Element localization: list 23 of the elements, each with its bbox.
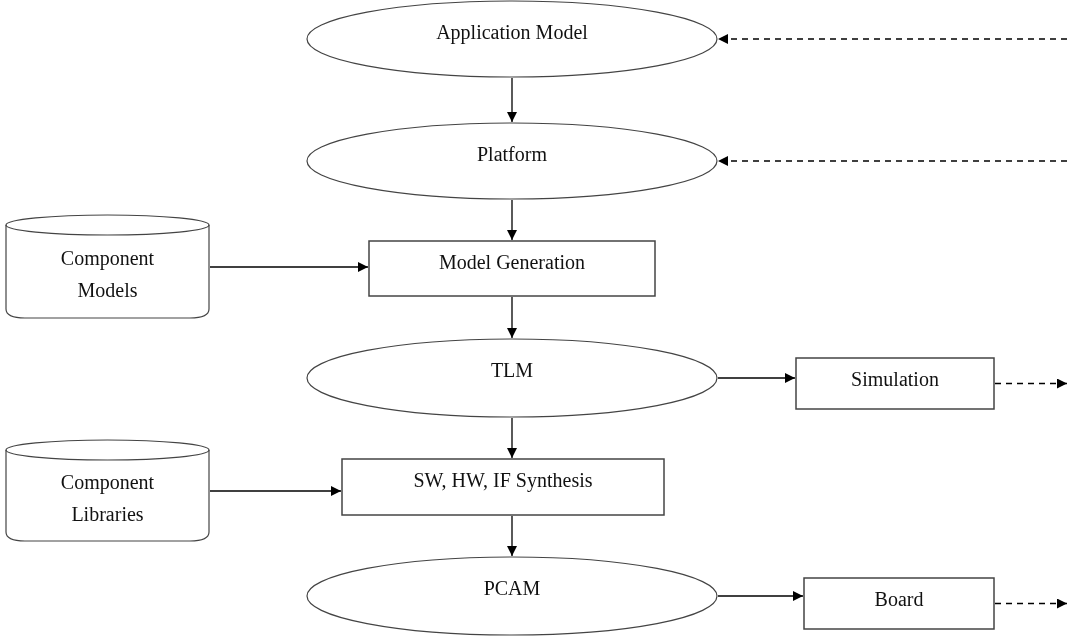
node-label: Component Models xyxy=(59,246,156,303)
arrow xyxy=(717,34,1068,44)
node-label: Simulation xyxy=(851,367,939,392)
arrow xyxy=(994,378,1068,389)
node-label: Board xyxy=(874,587,924,612)
arrow xyxy=(507,199,517,241)
arrow xyxy=(209,486,342,496)
arrow xyxy=(717,373,796,383)
node-label: Application Model xyxy=(436,19,588,46)
arrow xyxy=(507,417,517,459)
node-label: PCAM xyxy=(483,576,541,601)
arrow xyxy=(507,77,517,123)
arrow xyxy=(209,262,369,272)
arrow xyxy=(507,515,517,557)
node-label: Model Generation xyxy=(438,250,586,275)
arrow xyxy=(507,296,517,339)
node-label: Component Libraries xyxy=(59,470,156,527)
arrow xyxy=(717,591,804,601)
arrow xyxy=(717,156,1068,166)
node-label: Platform xyxy=(477,141,547,167)
node-label: TLM xyxy=(490,358,534,383)
node-label: SW, HW, IF Synthesis xyxy=(413,468,593,494)
arrow xyxy=(994,598,1068,609)
